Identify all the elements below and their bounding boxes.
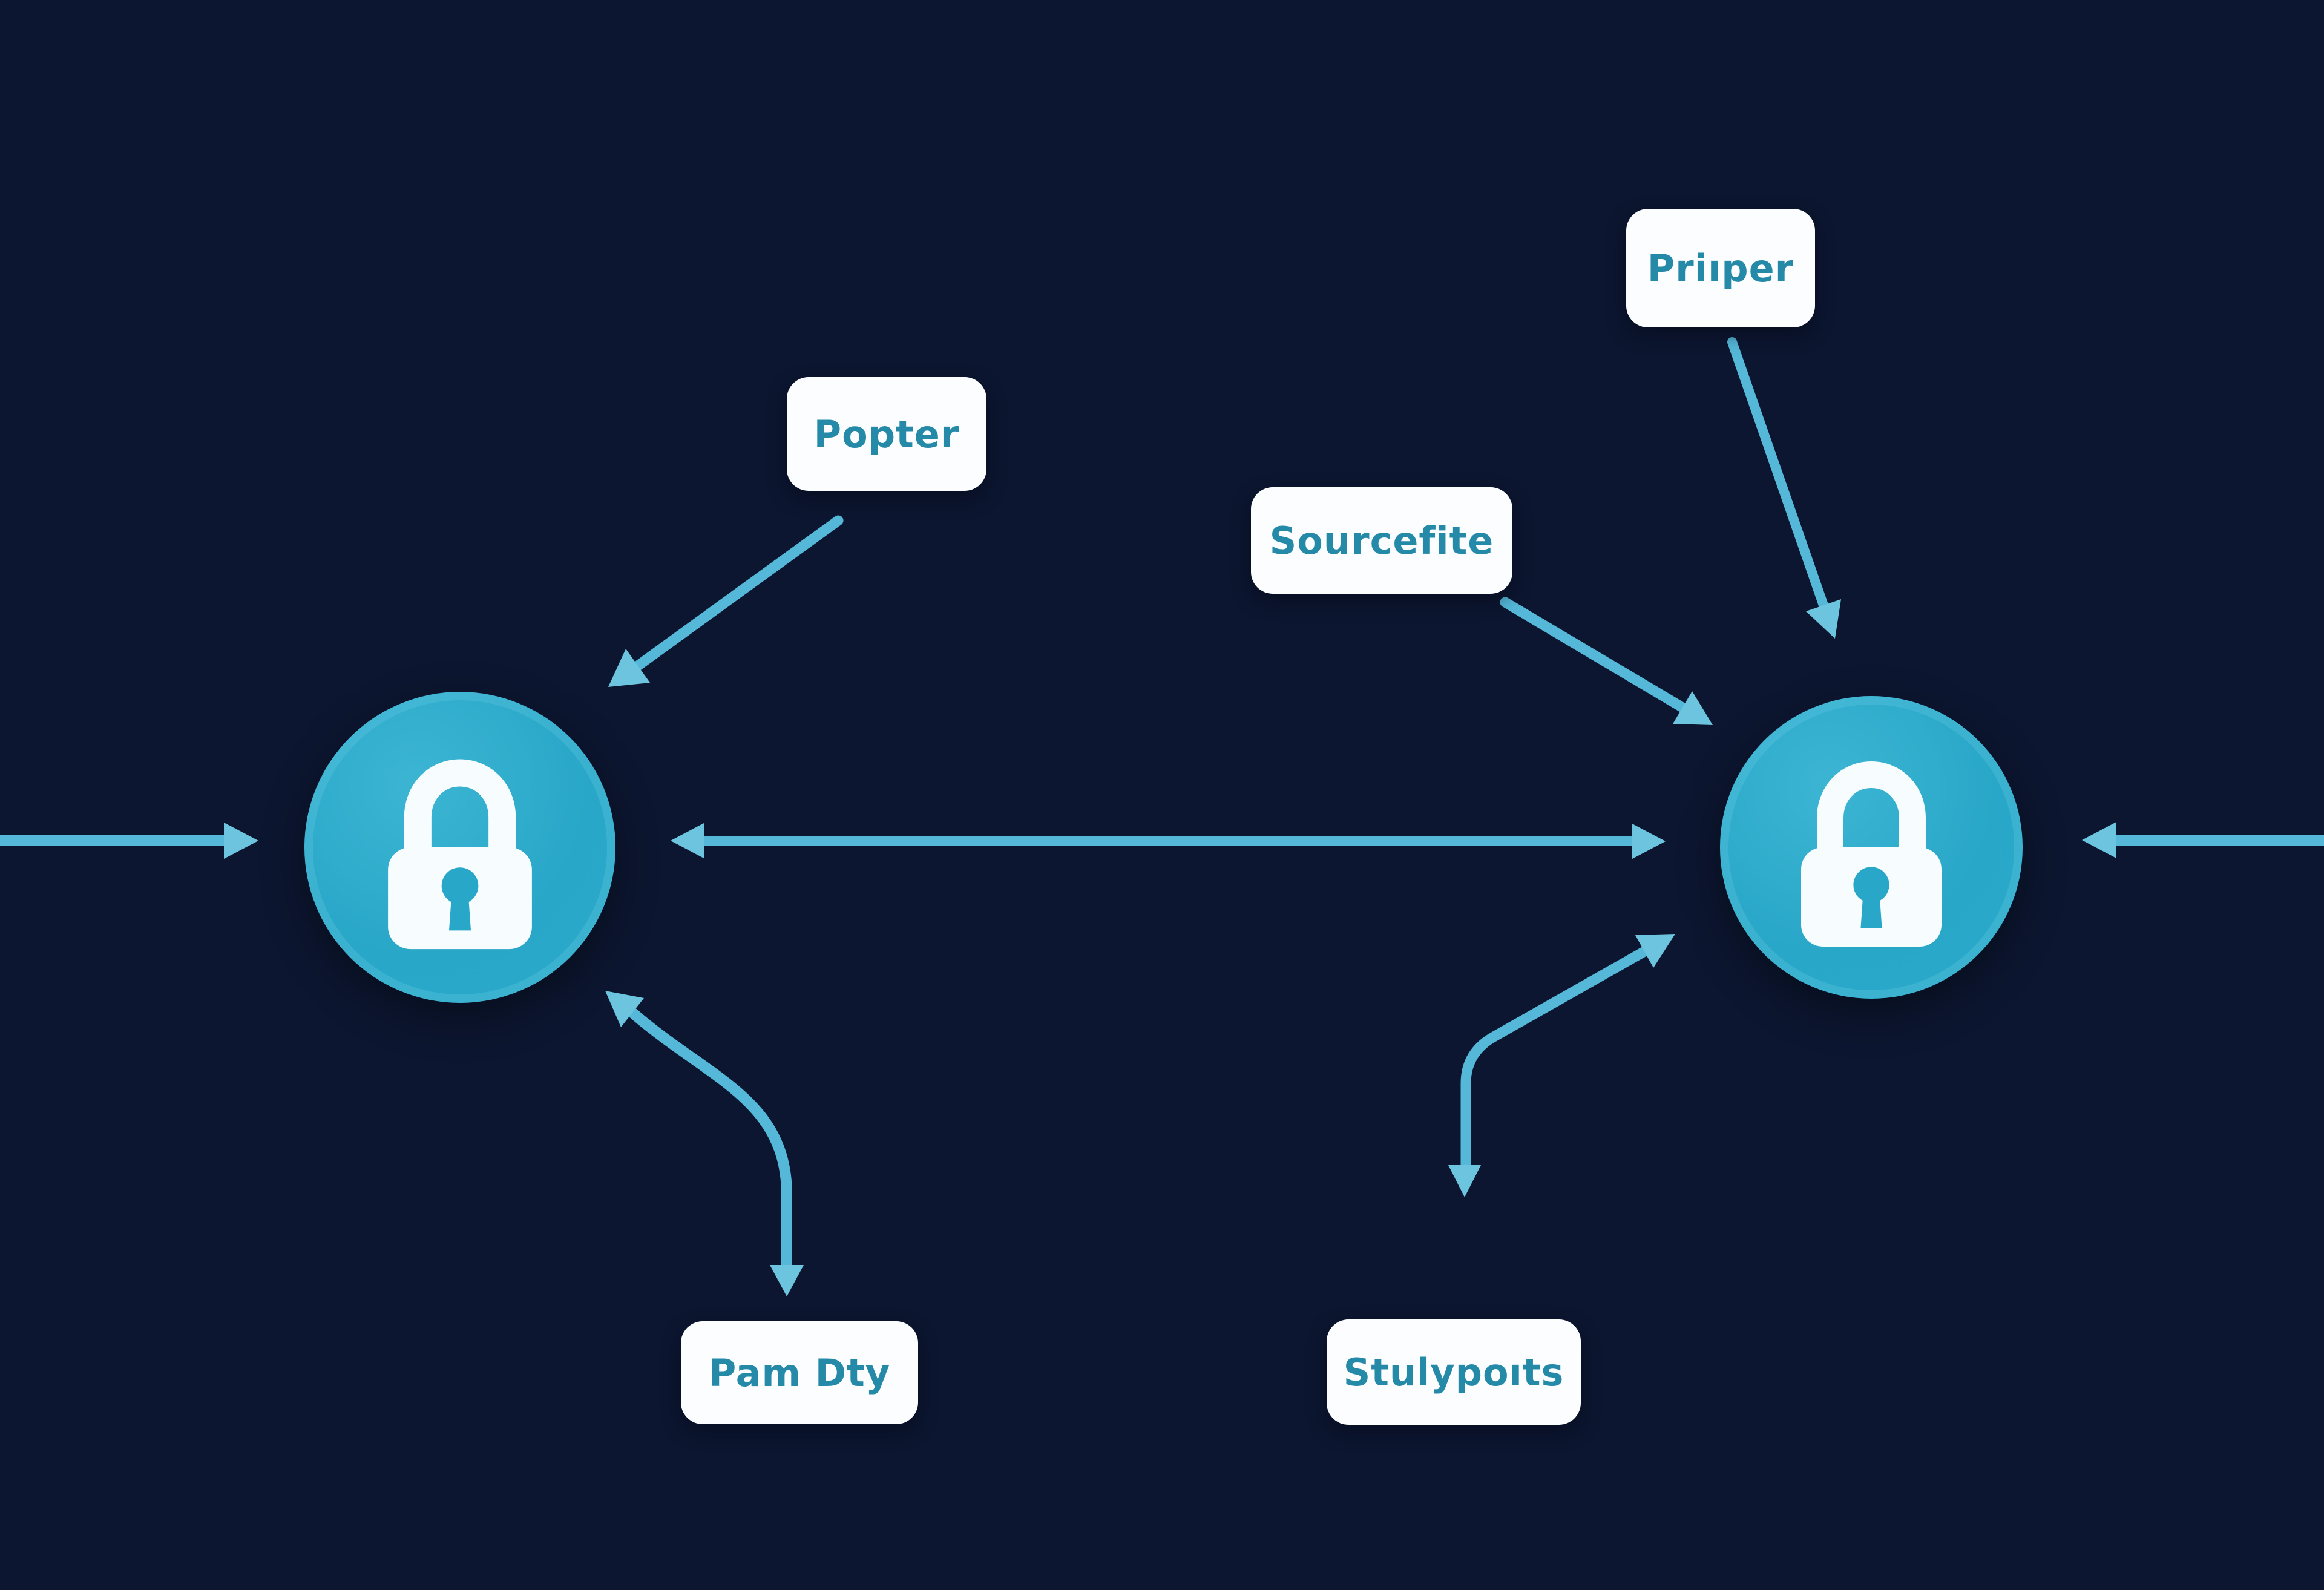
padlock-icon bbox=[1801, 761, 1942, 947]
arrow-right-edge-to-lock-right bbox=[2082, 822, 2324, 858]
label-sourcefite-text: Sourcefite bbox=[1269, 518, 1494, 563]
label-sourcefite: Sourcefite bbox=[1251, 487, 1512, 594]
arrow-popter-to-lock-left bbox=[608, 515, 844, 687]
arrow-sourcefite-to-lock-right bbox=[1500, 597, 1713, 725]
label-stulypoits-text: Stulypoıts bbox=[1343, 1350, 1564, 1395]
label-pam-dty-text: Pam Dty bbox=[708, 1350, 891, 1395]
label-popter-text: Popter bbox=[813, 412, 960, 456]
lock-node-right bbox=[1720, 696, 2023, 999]
arrow-lock-right-stulypoits bbox=[1448, 934, 1675, 1197]
label-popter: Popter bbox=[787, 377, 986, 491]
label-priper-text: Priıper bbox=[1647, 246, 1794, 291]
lock-node-left bbox=[304, 692, 615, 1003]
arrow-lock-left-pam-dty bbox=[605, 991, 804, 1296]
label-pam-dty: Pam Dty bbox=[681, 1321, 918, 1424]
arrow-left-edge-to-lock-left bbox=[0, 823, 258, 859]
arrow-between-locks bbox=[671, 823, 1666, 859]
padlock-icon bbox=[388, 759, 532, 950]
arrow-priper-to-lock-right bbox=[1727, 337, 1841, 639]
label-stulypoits: Stulypoıts bbox=[1327, 1319, 1581, 1425]
label-priper: Priıper bbox=[1626, 209, 1815, 327]
